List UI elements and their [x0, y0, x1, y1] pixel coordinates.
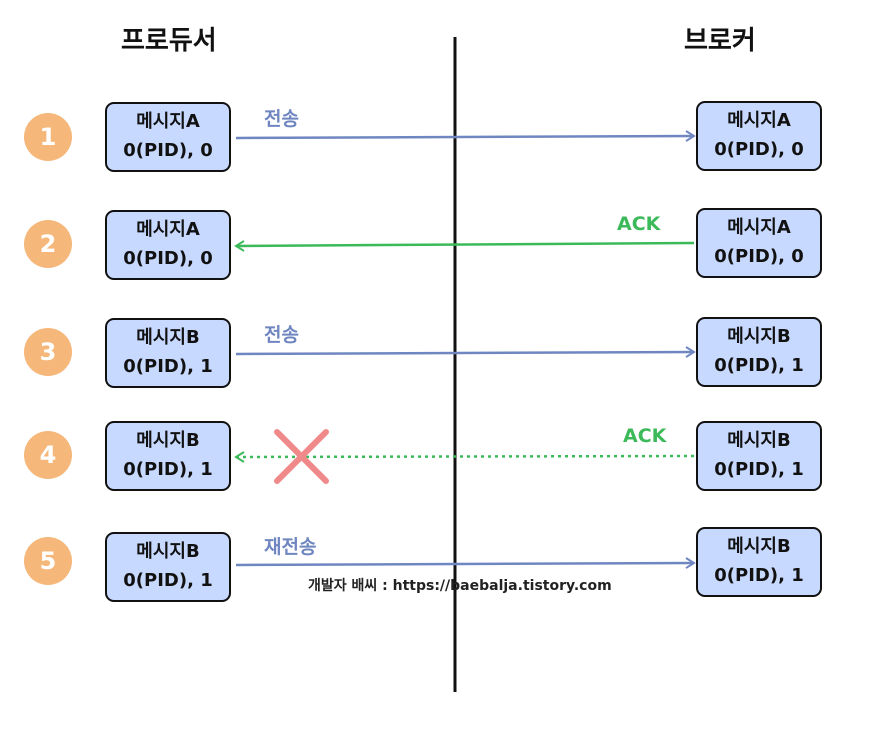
message-pid: 0(PID), 0: [714, 246, 804, 267]
step-3-badge: 3: [24, 328, 72, 376]
message-pid: 0(PID), 1: [714, 565, 804, 586]
step-5-arrow: [235, 557, 696, 569]
message-name: 메시지B: [727, 430, 791, 452]
step-1-producer-message: 메시지A 0(PID), 0: [105, 102, 231, 172]
step-2-label: ACK: [617, 213, 661, 235]
message-name: 메시지A: [136, 111, 200, 133]
message-pid: 0(PID), 1: [714, 355, 804, 376]
step-4-label: ACK: [623, 425, 667, 447]
message-pid: 0(PID), 1: [123, 459, 213, 480]
step-1-badge: 1: [24, 113, 72, 161]
step-3-broker-message: 메시지B 0(PID), 1: [696, 317, 822, 387]
message-name: 메시지B: [136, 541, 200, 563]
message-name: 메시지B: [727, 326, 791, 348]
step-2-producer-message: 메시지A 0(PID), 0: [105, 210, 231, 280]
step-1-arrow: [235, 130, 696, 142]
step-3-arrow: [235, 346, 696, 358]
step-2-broker-message: 메시지A 0(PID), 0: [696, 208, 822, 278]
message-name: 메시지A: [727, 217, 791, 239]
fail-x-icon: [274, 429, 329, 484]
watermark-text: 개발자 배씨 : https://baebalja.tistory.com: [308, 578, 612, 594]
step-3-producer-message: 메시지B 0(PID), 1: [105, 318, 231, 388]
step-5-badge: 5: [24, 537, 72, 585]
producer-header: 프로듀서: [121, 26, 217, 56]
step-4-broker-message: 메시지B 0(PID), 1: [696, 421, 822, 491]
message-pid: 0(PID), 1: [123, 356, 213, 377]
step-5-label: 재전송: [264, 536, 317, 558]
message-pid: 0(PID), 0: [123, 248, 213, 269]
message-name: 메시지B: [136, 430, 200, 452]
step-1-label: 전송: [264, 108, 299, 130]
message-name: 메시지A: [136, 219, 200, 241]
message-pid: 0(PID), 0: [714, 139, 804, 160]
message-name: 메시지A: [727, 110, 791, 132]
message-name: 메시지B: [727, 536, 791, 558]
step-2-badge: 2: [24, 220, 72, 268]
step-5-producer-message: 메시지B 0(PID), 1: [105, 532, 231, 602]
step-5-broker-message: 메시지B 0(PID), 1: [696, 527, 822, 597]
step-2-arrow: [234, 240, 695, 252]
step-4-producer-message: 메시지B 0(PID), 1: [105, 421, 231, 491]
message-pid: 0(PID), 1: [714, 459, 804, 480]
step-4-badge: 4: [24, 431, 72, 479]
message-pid: 0(PID), 1: [123, 570, 213, 591]
step-3-label: 전송: [264, 324, 299, 346]
step-1-broker-message: 메시지A 0(PID), 0: [696, 101, 822, 171]
message-name: 메시지B: [136, 327, 200, 349]
message-pid: 0(PID), 0: [123, 140, 213, 161]
broker-header: 브로커: [684, 26, 756, 56]
